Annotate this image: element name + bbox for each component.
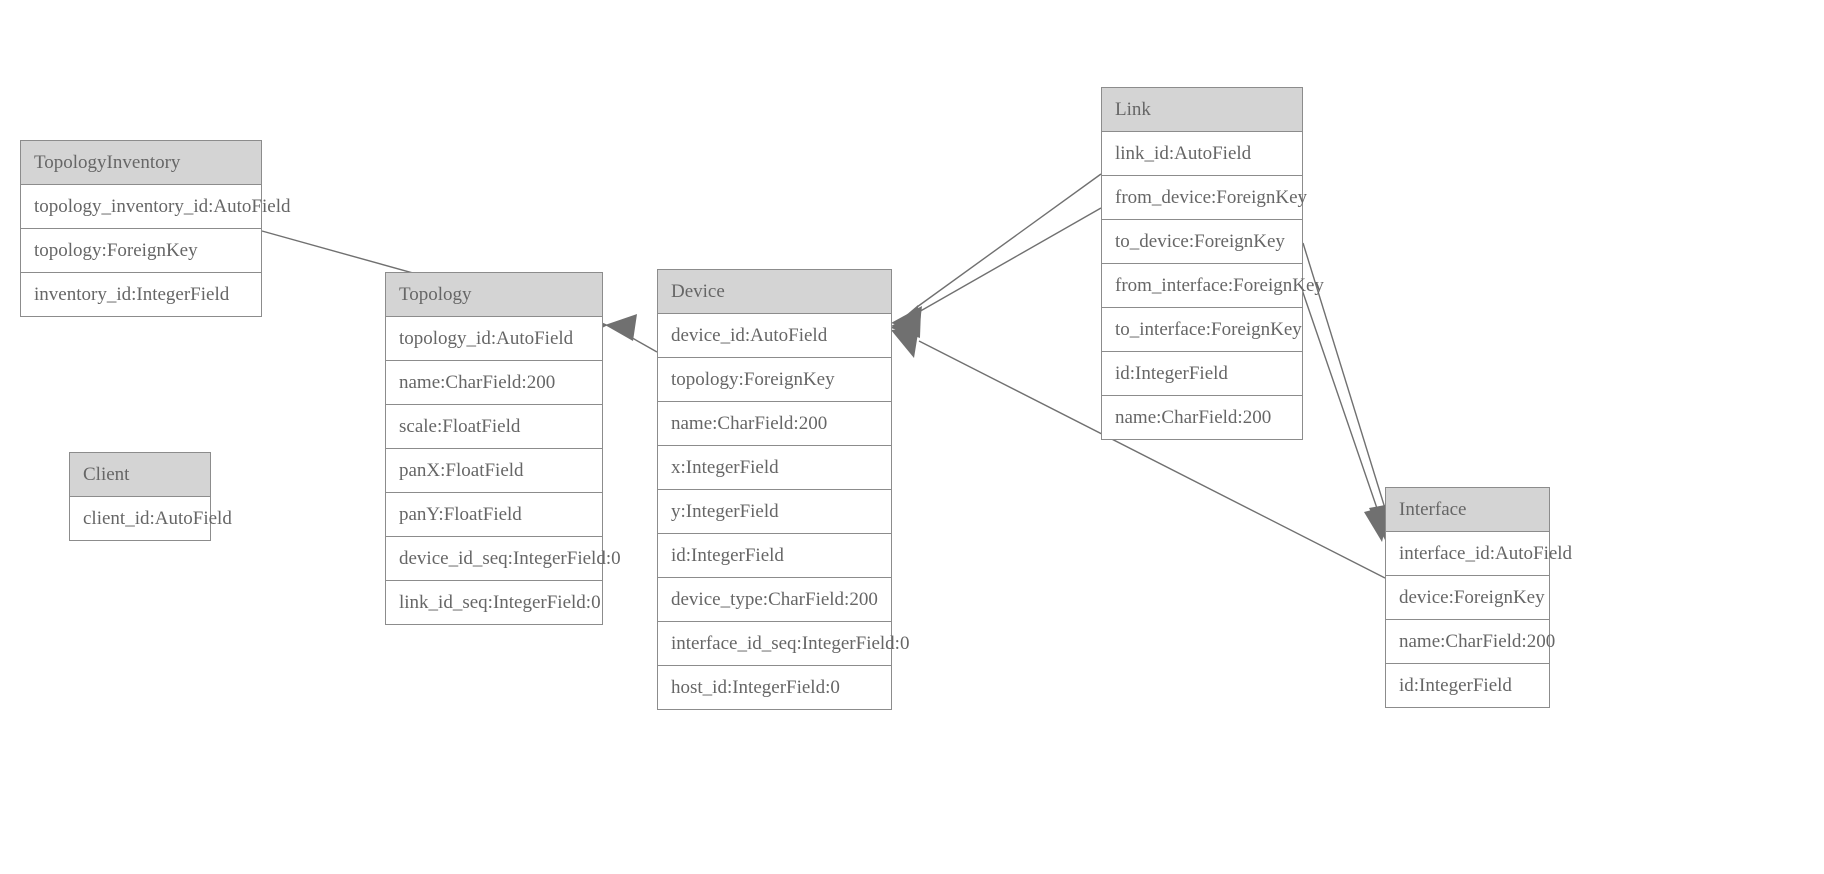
entity-field[interactable]: topology_inventory_id:AutoField [21, 185, 291, 229]
entity-field[interactable]: name:CharField:200 [658, 402, 891, 446]
arrowhead-device-right-cluster [891, 305, 920, 358]
entity-field[interactable]: link_id_seq:IntegerField:0 [386, 581, 602, 624]
entity-field[interactable]: client_id:AutoField [70, 497, 232, 540]
entity-field[interactable]: from_interface:ForeignKey [1102, 264, 1324, 308]
entity-field[interactable]: name:CharField:200 [1386, 620, 1555, 664]
entity-field-list: link_id:AutoField from_device:ForeignKey… [1102, 132, 1324, 439]
entity-field[interactable]: panY:FloatField [386, 493, 602, 537]
entity-field[interactable]: name:CharField:200 [1102, 396, 1302, 439]
entity-field[interactable]: to_interface:ForeignKey [1102, 308, 1302, 352]
entity-field[interactable]: host_id:IntegerField:0 [658, 666, 891, 709]
entity-field[interactable]: topology:ForeignKey [21, 229, 261, 273]
entity-field[interactable]: topology:ForeignKey [658, 358, 891, 402]
entity-field[interactable]: topology_id:AutoField [386, 317, 602, 361]
entity-field[interactable]: id:IntegerField [1386, 664, 1549, 707]
entity-field[interactable]: y:IntegerField [658, 490, 891, 534]
entity-field[interactable]: to_device:ForeignKey [1102, 220, 1302, 264]
entity-field[interactable]: link_id:AutoField [1102, 132, 1302, 176]
entity-field[interactable]: panX:FloatField [386, 449, 602, 493]
entity-title: Device [658, 270, 891, 314]
entity-field[interactable]: x:IntegerField [658, 446, 891, 490]
entity-title: Interface [1386, 488, 1549, 532]
entity-field[interactable]: device:ForeignKey [1386, 576, 1549, 620]
entity-device[interactable]: Device device_id:AutoField topology:Fore… [657, 269, 909, 710]
edge-link-from-device [891, 173, 1102, 332]
entity-field-list: client_id:AutoField [70, 497, 232, 540]
entity-field-list: interface_id:AutoField device:ForeignKey… [1386, 532, 1572, 707]
entity-field[interactable]: device_id:AutoField [658, 314, 891, 358]
entity-topologyinventory[interactable]: TopologyInventory topology_inventory_id:… [20, 140, 291, 317]
edge-link-to-device [891, 207, 1102, 337]
entity-field[interactable]: inventory_id:IntegerField [21, 273, 261, 316]
entity-link[interactable]: Link link_id:AutoField from_device:Forei… [1101, 87, 1324, 440]
entity-field[interactable]: scale:FloatField [386, 405, 602, 449]
entity-title: TopologyInventory [21, 141, 261, 185]
entity-client[interactable]: Client client_id:AutoField [69, 452, 232, 541]
entity-field[interactable]: device_type:CharField:200 [658, 578, 891, 622]
entity-field[interactable]: interface_id_seq:IntegerField:0 [658, 622, 909, 666]
entity-field[interactable]: device_id_seq:IntegerField:0 [386, 537, 621, 581]
entity-title: Client [70, 453, 210, 497]
entity-title: Link [1102, 88, 1302, 132]
entity-field-list: topology_id:AutoField name:CharField:200… [386, 317, 621, 624]
entity-field[interactable]: name:CharField:200 [386, 361, 602, 405]
entity-field-list: device_id:AutoField topology:ForeignKey … [658, 314, 909, 709]
entity-interface[interactable]: Interface interface_id:AutoField device:… [1385, 487, 1572, 708]
edge-link-to-interface [1297, 277, 1391, 542]
entity-field[interactable]: id:IntegerField [1102, 352, 1302, 396]
entity-field[interactable]: from_device:ForeignKey [1102, 176, 1307, 220]
entity-field[interactable]: interface_id:AutoField [1386, 532, 1572, 576]
entity-field-list: topology_inventory_id:AutoField topology… [21, 185, 291, 316]
edge-device-topology [605, 314, 658, 353]
entity-field[interactable]: id:IntegerField [658, 534, 891, 578]
entity-topology[interactable]: Topology topology_id:AutoField name:Char… [385, 272, 621, 625]
entity-title: Topology [386, 273, 602, 317]
